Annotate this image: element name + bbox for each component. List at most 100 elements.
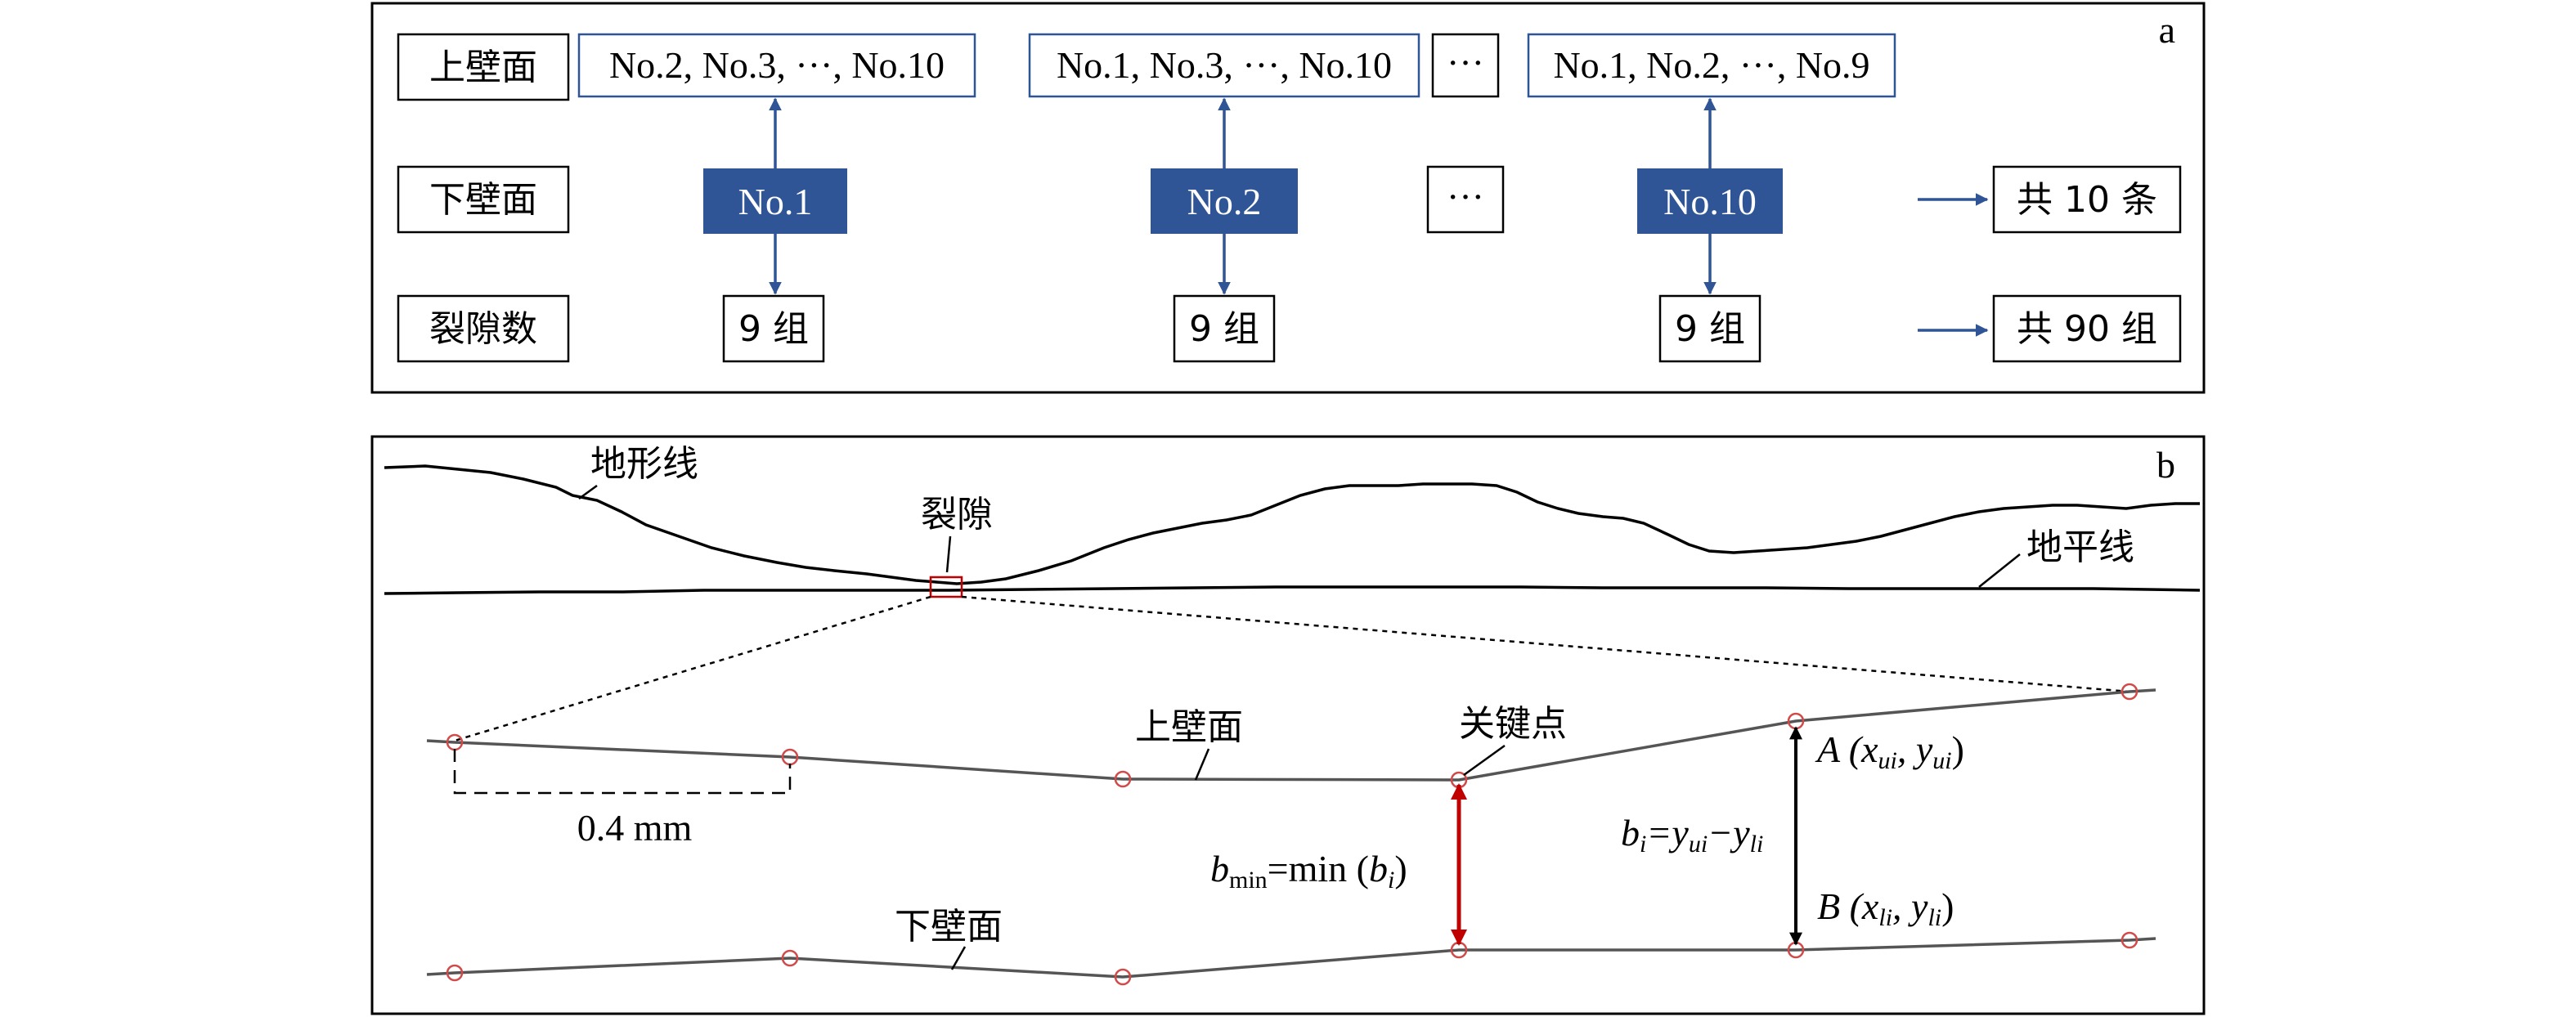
point-a-sub1: ui — [1878, 747, 1897, 774]
count-box — [1173, 294, 1276, 363]
lower-wall-label: No.2 — [1187, 181, 1262, 222]
zoom-line-right — [961, 595, 2130, 693]
bi-eq: =y — [1646, 812, 1689, 853]
bmin-close: ) — [1394, 848, 1407, 889]
point-a-sub2: ui — [1932, 747, 1951, 774]
bmin-label: bmin=min (bi) — [1210, 848, 1407, 894]
upper-set-label: No.1, No.3, ···, No.10 — [1057, 44, 1392, 86]
keypoint — [1114, 968, 1132, 986]
upper-set-box — [1527, 33, 1896, 98]
keypoint — [2120, 931, 2138, 949]
terrain-leader — [578, 484, 598, 500]
point-b-sub2: li — [1928, 904, 1941, 931]
lower-wall-box — [1637, 168, 1783, 234]
panel-b-letter: b — [2156, 444, 2175, 486]
upper-set-label: No.1, No.2, ···, No.9 — [1553, 44, 1869, 86]
keypoint-label: 关键点 — [1459, 703, 1567, 745]
panel-a: a 上壁面 下壁面 裂隙数 No.2, No.3, ···, No.10 No.… — [370, 2, 2206, 394]
upper-set-box — [1028, 33, 1420, 98]
point-a-name: A — [1815, 728, 1841, 770]
lower-wall-label: 下壁面 — [895, 906, 1003, 948]
point-a-label: A (xui, yui) — [1815, 728, 1964, 774]
column-4: No.1, No.2, ···, No.9 No.10 9 组 — [1527, 33, 1896, 363]
keypoint — [781, 949, 799, 967]
spacing-label: 0.4 mm — [577, 807, 693, 849]
panel-a-frame — [370, 2, 2206, 394]
zoom-line-left — [454, 595, 931, 742]
spacing-bracket — [453, 749, 792, 795]
panel-b: b 地形线 地平线 裂隙 — [370, 435, 2206, 1015]
bmin-bi: b — [1369, 848, 1388, 889]
bmin-rest: =min ( — [1268, 848, 1369, 889]
row-label-upper: 上壁面 — [429, 47, 537, 88]
bi-ui: ui — [1689, 831, 1708, 858]
point-b-label: B (xli, yli) — [1817, 885, 1954, 931]
upper-wall-label: 上壁面 — [1135, 706, 1243, 748]
panel-a-letter: a — [2159, 9, 2175, 51]
fracture-label: 裂隙 — [921, 494, 993, 535]
point-b-comma: , y — [1892, 885, 1928, 927]
lower-wall-profile — [426, 937, 2156, 979]
total-lower-label: 共 10 条 — [2017, 179, 2157, 221]
upper-wall-profile — [426, 688, 2156, 782]
upper-set-label: No.2, No.3, ···, No.10 — [609, 44, 945, 86]
terrain-line — [384, 464, 2200, 585]
ellipsis-lower: ··· — [1447, 176, 1484, 217]
keypoint — [446, 964, 464, 982]
row-label-lower: 下壁面 — [429, 179, 537, 221]
bi-b: b — [1621, 812, 1640, 853]
row-label-count: 裂隙数 — [429, 308, 537, 350]
column-2: No.1, No.3, ···, No.10 No.2 9 组 — [1028, 33, 1420, 363]
ellipsis-upper: ··· — [1447, 42, 1484, 83]
bi-label: bi=yui−yli — [1621, 812, 1763, 858]
panel-b-frame — [370, 435, 2206, 1015]
count-label: 9 组 — [738, 308, 809, 350]
bi-minus: −y — [1708, 812, 1750, 853]
upper-keypoints — [446, 683, 2138, 789]
fracture-zoom-box — [929, 576, 963, 598]
keypoint — [1114, 770, 1132, 788]
bi-i: i — [1640, 831, 1646, 858]
total-count-box — [1992, 294, 2182, 363]
keypoint — [2120, 683, 2138, 701]
point-a-open: (x — [1839, 728, 1878, 770]
total-count-label: 共 90 组 — [2017, 308, 2157, 350]
keypoint-leader — [1463, 744, 1506, 777]
upper-set-box — [577, 33, 976, 98]
ellipsis-upper-box — [1431, 33, 1500, 98]
bi-li: li — [1750, 831, 1764, 858]
upper-wall-leader — [1194, 748, 1210, 781]
lower-wall-box — [703, 168, 847, 234]
column-1: No.2, No.3, ···, No.10 No.1 9 组 — [577, 33, 976, 363]
horizon-leader — [1978, 553, 2021, 588]
count-box — [1658, 294, 1761, 363]
point-b-close: ) — [1941, 885, 1954, 927]
point-a-close: ) — [1952, 728, 1964, 770]
bmin-sub: min — [1229, 867, 1268, 894]
point-b-name: B — [1817, 885, 1840, 927]
bmin-b: b — [1210, 848, 1229, 889]
bmin-i: i — [1388, 867, 1394, 894]
count-label: 9 组 — [1189, 308, 1259, 350]
lower-wall-label: No.1 — [738, 181, 813, 222]
count-box — [722, 294, 825, 363]
ellipsis-lower-box — [1426, 165, 1505, 234]
point-b-open: (x — [1840, 885, 1879, 927]
row-label-count-box — [397, 294, 570, 363]
terrain-label: 地形线 — [590, 443, 698, 485]
point-b-sub1: li — [1878, 904, 1892, 931]
column-ellipsis: ··· ··· — [1426, 33, 1505, 234]
lower-keypoints — [446, 931, 2138, 986]
horizon-label: 地平线 — [2026, 526, 2134, 568]
lower-wall-leader — [950, 946, 967, 970]
horizon-line — [384, 585, 2201, 595]
count-label: 9 组 — [1675, 308, 1745, 350]
total-lower-box — [1992, 165, 2182, 234]
lower-wall-label: No.10 — [1663, 181, 1757, 222]
row-label-upper-box — [397, 33, 570, 101]
row-label-lower-box — [397, 165, 570, 234]
lower-wall-box — [1151, 168, 1298, 234]
point-a-comma: , y — [1897, 728, 1933, 770]
fracture-leader — [945, 535, 952, 573]
